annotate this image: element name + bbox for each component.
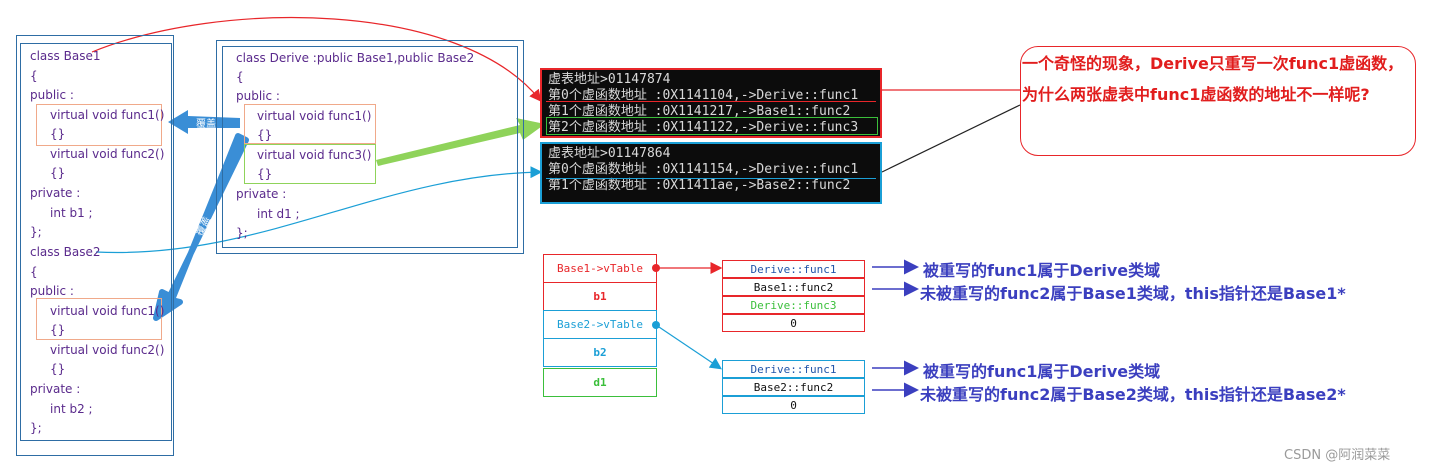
base1-line-public: public : xyxy=(30,88,74,102)
base1-func1-highlight xyxy=(36,104,162,146)
derive-panel-outer xyxy=(216,40,524,254)
vtable1-entry-1: Base1::func2 xyxy=(722,278,865,296)
base2-line-member: int b2 ; xyxy=(50,402,93,416)
terminal1-line-0: 虚表地址>01147874 xyxy=(548,72,671,87)
layout-b2: b2 xyxy=(543,338,657,367)
base1-line-body2: {} xyxy=(50,166,66,180)
derive-line-open: { xyxy=(236,70,244,84)
vtable2-entry-0: Derive::func1 xyxy=(722,360,865,378)
base2-func1-highlight xyxy=(36,298,162,340)
terminal2-func1-underline xyxy=(546,178,876,179)
note-4: 未被重写的func2属于Base2类域，this指针还是Base2* xyxy=(920,385,1346,404)
base1-line-open: { xyxy=(30,69,38,83)
vtable2-link xyxy=(655,324,722,370)
layout-base1-vtable: Base1->vTable xyxy=(543,254,657,283)
derive-line-member: int d1 ; xyxy=(257,207,300,221)
base-classes-panel-inner xyxy=(20,43,172,441)
base1-line-private: private : xyxy=(30,186,81,200)
callout-pointer-2 xyxy=(881,104,1021,173)
derive-func1-highlight xyxy=(244,104,376,144)
vtable1-entry-2: Derive::func3 xyxy=(722,296,865,314)
base2-line-open: { xyxy=(30,265,38,279)
note-3: 被重写的func1属于Derive类域 xyxy=(923,362,1161,381)
terminal-output-base2: 虚表地址>01147864 第0个虚函数地址 :0X1141154,->Deri… xyxy=(540,142,882,204)
layout-b1: b1 xyxy=(543,282,657,311)
base2-to-vtable-curve xyxy=(95,166,543,254)
derive-panel-inner xyxy=(222,46,518,248)
terminal2-line-2: 第1个虚函数地址 :0X11411ae,->Base2::func2 xyxy=(548,178,851,193)
question-callout-text: 一个奇怪的现象，Derive只重写一次func1虚函数，为什么两张虚表中func… xyxy=(1022,54,1404,104)
vtable2-entry-2: 0 xyxy=(722,396,865,414)
terminal-output-base1: 虚表地址>01147874 第0个虚函数地址 :0X1141104,->Deri… xyxy=(540,68,882,138)
terminal2-line-0: 虚表地址>01147864 xyxy=(548,146,671,161)
base2-line-body1: {} xyxy=(50,323,66,337)
vtable2-entry-1: Base2::func2 xyxy=(722,378,865,396)
base1-line-func2: virtual void func2() xyxy=(50,147,165,161)
derive-line-func3: virtual void func3() xyxy=(257,148,372,162)
derive-func3-highlight xyxy=(244,144,376,184)
base2-line-private: private : xyxy=(30,382,81,396)
base1-line-close: }; xyxy=(30,225,42,239)
note-1: 被重写的func1属于Derive类域 xyxy=(923,261,1161,280)
derive-line-class: class Derive :public Base1,public Base2 xyxy=(236,51,475,65)
layout-base2-vtable: Base2->vTable xyxy=(543,310,657,339)
base1-line-class: class Base1 xyxy=(30,49,101,63)
base1-line-func1: virtual void func1() xyxy=(50,108,165,122)
base2-line-body2: {} xyxy=(50,362,66,376)
base-classes-panel-outer xyxy=(16,35,174,456)
derive-line-body1: {} xyxy=(257,128,273,142)
base1-to-vtable-curve xyxy=(91,17,542,102)
base2-line-func2: virtual void func2() xyxy=(50,343,165,357)
base2-line-close: }; xyxy=(30,421,42,435)
question-callout-box xyxy=(1020,46,1416,156)
base2-line-func1: virtual void func1() xyxy=(50,304,165,318)
terminal1-func1-underline xyxy=(546,101,876,102)
layout-d1: d1 xyxy=(543,368,657,397)
base2-line-class: class Base2 xyxy=(30,245,101,259)
terminal1-line-1: 第0个虚函数地址 :0X1141104,->Derive::func1 xyxy=(548,88,859,103)
derive-line-close: }; xyxy=(236,226,248,240)
derive-line-private: private : xyxy=(236,187,287,201)
func3-green-arrow xyxy=(376,118,545,166)
derive-line-body3: {} xyxy=(257,167,273,181)
derive-line-public: public : xyxy=(236,89,280,103)
base2-line-public: public : xyxy=(30,284,74,298)
watermark: CSDN @阿润菜菜 xyxy=(1284,448,1391,463)
vtable1-entry-3: 0 xyxy=(722,314,865,332)
override-label-1: 覆盖 xyxy=(196,119,216,130)
override-arrow-2 xyxy=(153,133,249,321)
derive-line-func1: virtual void func1() xyxy=(257,109,372,123)
terminal1-line-3: 第2个虚函数地址 :0X1141122,->Derive::func3 xyxy=(548,120,859,135)
base1-line-member: int b1 ; xyxy=(50,206,93,220)
base1-line-body1: {} xyxy=(50,127,66,141)
terminal1-line-2: 第1个虚函数地址 :0X1141217,->Base1::func2 xyxy=(548,104,851,119)
terminal1-func3-highlight xyxy=(546,117,878,135)
note-2: 未被重写的func2属于Base1类域，this指针还是Base1* xyxy=(920,284,1346,303)
terminal2-line-1: 第0个虚函数地址 :0X1141154,->Derive::func1 xyxy=(548,162,859,177)
vtable1-entry-0: Derive::func1 xyxy=(722,260,865,278)
